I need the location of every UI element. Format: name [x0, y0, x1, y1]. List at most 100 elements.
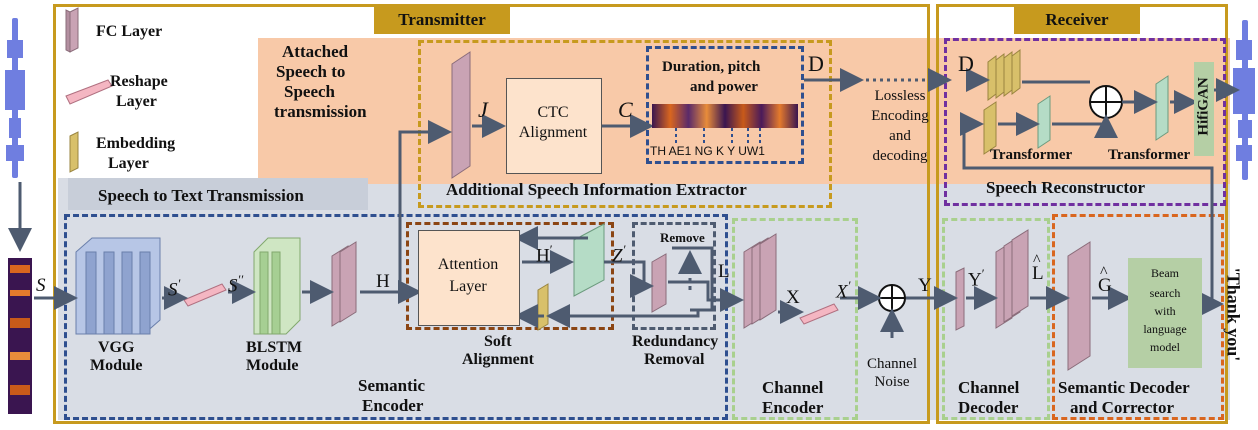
symbol-g-hat-mark: ^ — [1100, 264, 1108, 281]
fc-after-blstm-shape — [331, 241, 357, 327]
symbol-y: Y — [918, 275, 932, 296]
fc-redundancy-shape — [651, 253, 667, 313]
prosody-box — [646, 46, 804, 164]
z-prime-to-fc-arrow — [604, 260, 654, 298]
blstm-module-shape — [253, 237, 301, 335]
output-text: 'Thank you' — [1223, 267, 1244, 362]
legend-reshape-label-2: Layer — [116, 93, 157, 110]
soft-alignment-label-2: Alignment — [462, 351, 534, 368]
semantic-decoder-label-1: Semantic Decoder — [1058, 378, 1190, 397]
symbol-s-prime-mark: ′ — [177, 276, 181, 291]
duration-label-1: Duration, pitch — [662, 59, 761, 75]
extractor-box — [418, 40, 832, 208]
receiver-header: Receiver — [1014, 6, 1140, 34]
text-feedback-to-reconstructor-arrow — [960, 112, 1214, 304]
symbol-s-dprime: S′′ — [228, 270, 243, 296]
reconstructor-adder-icon — [1089, 85, 1123, 119]
receiver-box — [936, 4, 1228, 424]
redundancy-label-1: Redundancy — [632, 333, 719, 350]
channel-noise-label-1: Channel — [867, 356, 917, 372]
symbol-z-prime-mark: ′ — [622, 242, 626, 257]
beam-label-2: search — [1149, 286, 1181, 300]
symbol-d-rx: D — [958, 51, 974, 76]
symbol-y-prime-mark: ′ — [981, 266, 985, 281]
duration-label-2: and power — [690, 79, 758, 95]
transformer-a-shape — [1037, 95, 1051, 149]
blstm-label-1: BLSTM — [246, 339, 303, 356]
legend-embedding-layer-icon — [69, 131, 79, 173]
fc-extractor-shape — [451, 51, 471, 179]
symbol-x: X — [786, 287, 800, 308]
vgg-label-2: Module — [90, 357, 143, 374]
symbol-s: S — [36, 275, 46, 296]
symbol-h: H — [376, 271, 390, 292]
attention-label-1: Attention — [437, 256, 499, 273]
channel-decoder-label-1: Channel — [958, 378, 1020, 397]
semantic-encoder-label-2: Encoder — [362, 396, 424, 415]
fc-semantic-decoder-shape — [1067, 241, 1091, 371]
semantic-encoder-label-1: Semantic — [358, 376, 426, 395]
soft-alignment-box — [406, 222, 614, 330]
channel-decoder-box — [942, 218, 1050, 420]
semantic-encoder-box — [64, 214, 728, 420]
embedding-reconstructor-shape — [983, 101, 997, 155]
speech-to-text-label-bg — [68, 178, 368, 210]
lossless-label-4: decoding — [872, 148, 928, 164]
transformer-to-adder-arrow — [1052, 114, 1118, 138]
vgg-label-1: VGG — [98, 339, 135, 356]
embedding-d-stack-shape — [987, 49, 1021, 101]
legend-embedding-label-2: Layer — [108, 155, 149, 172]
soft-alignment-label-1: Soft — [484, 333, 512, 350]
reshape-channel-encoder-shape — [799, 303, 839, 325]
ctc-label-1: CTC — [537, 104, 569, 121]
fc-channel-encoder-shape — [743, 233, 777, 329]
transformer-b-shape — [1155, 75, 1169, 141]
channel-noise-adder-icon — [878, 284, 906, 312]
redundancy-label-2: Removal — [644, 351, 705, 368]
channel-encoder-label-2: Encoder — [762, 398, 824, 417]
remove-label: Remove — [660, 230, 705, 245]
symbol-g-hat-base: G — [1098, 275, 1112, 296]
symbol-h-prime-mark: ′ — [549, 242, 553, 257]
semantic-decoder-label-2: and Corrector — [1070, 398, 1175, 417]
h-up-to-extractor-arrow — [398, 120, 452, 292]
beam-label-5: model — [1150, 340, 1180, 354]
remove-loop — [672, 246, 714, 312]
symbol-s-prime: S′ — [168, 274, 180, 300]
lossless-label-3: and — [889, 128, 911, 144]
speech-to-text-label: Speech to Text Transmission — [98, 186, 304, 205]
blstm-label-2: Module — [246, 357, 299, 374]
transmitter-box — [53, 4, 930, 424]
transformer-b-label: Transformer — [1108, 147, 1191, 163]
attached-label-2: Speech to — [276, 62, 346, 81]
soft-loop-arrow — [546, 304, 700, 328]
fc-channel-decoder-small-shape — [955, 267, 965, 331]
symbol-l-hat-mark: ^ — [1033, 252, 1041, 269]
legend-reshape-label-1: Reshape — [110, 73, 168, 90]
symbol-x-prime-mark: ′ — [847, 278, 851, 293]
symbol-l: L — [718, 261, 730, 282]
lossless-label-1: Lossless — [874, 88, 926, 104]
legend-fc-label: FC Layer — [96, 23, 163, 40]
beam-label-4: language — [1143, 322, 1187, 336]
hifigan-label: HifiGAN — [1195, 77, 1212, 136]
beam-label-1: Beam — [1151, 266, 1179, 280]
symbol-s-dprime-mark: ′′ — [237, 272, 244, 287]
reshape-vgg-shape — [183, 283, 227, 307]
symbol-s-prime-base: S — [168, 279, 178, 301]
symbol-z-prime: Z′ — [612, 240, 625, 266]
extractor-label: Additional Speech Information Extractor — [446, 180, 747, 199]
phoneme-labels: TH AE1 NG K Y UW1 — [650, 144, 765, 158]
fc-to-l-arrow — [668, 280, 744, 312]
attached-label-3: Speech — [284, 82, 335, 101]
channel-noise-label-2: Noise — [874, 374, 910, 390]
symbol-h-prime-base: H — [536, 245, 550, 267]
symbol-z-prime-base: Z — [612, 245, 623, 267]
symbol-c: C — [618, 97, 633, 122]
speech-reconstructor-box — [944, 38, 1226, 206]
fc-channel-decoder-shape — [995, 229, 1029, 329]
symbol-h-prime: H′ — [536, 240, 553, 266]
symbol-x-prime-base: X — [836, 281, 848, 303]
input-spectrogram-icon — [8, 258, 32, 414]
